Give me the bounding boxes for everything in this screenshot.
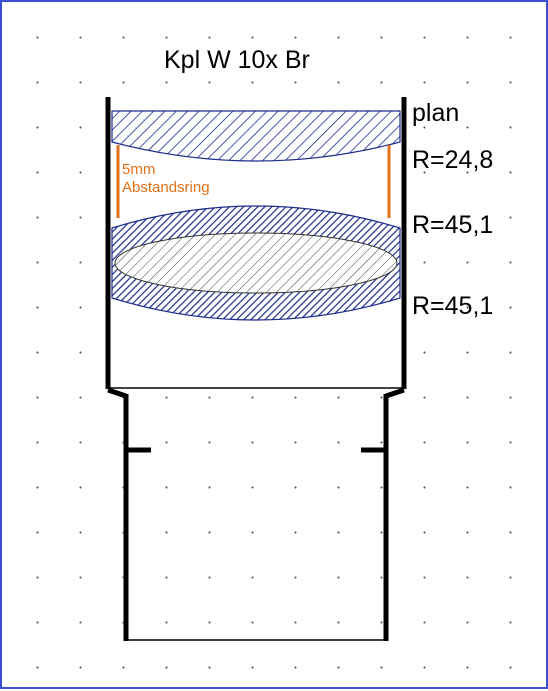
- surface-label-r1: R=24,8: [412, 146, 494, 174]
- spacer-ring-label: 5mm Abstandsring: [122, 161, 210, 197]
- barrel-step-right: [385, 387, 405, 399]
- barrel-step-left: [107, 387, 127, 399]
- surface-label-r2: R=45,1: [412, 211, 494, 239]
- surface-label-r3: R=45,1: [412, 292, 494, 320]
- surface-label-plan: plan: [412, 99, 460, 127]
- spacer-ring-label-size: 5mm: [122, 161, 156, 178]
- eye-lens: [111, 110, 401, 162]
- diagram-title: Kpl W 10x Br: [164, 46, 310, 74]
- field-lens-inner: [114, 232, 398, 294]
- spacer-ring-label-name: Abstandsring: [122, 179, 210, 196]
